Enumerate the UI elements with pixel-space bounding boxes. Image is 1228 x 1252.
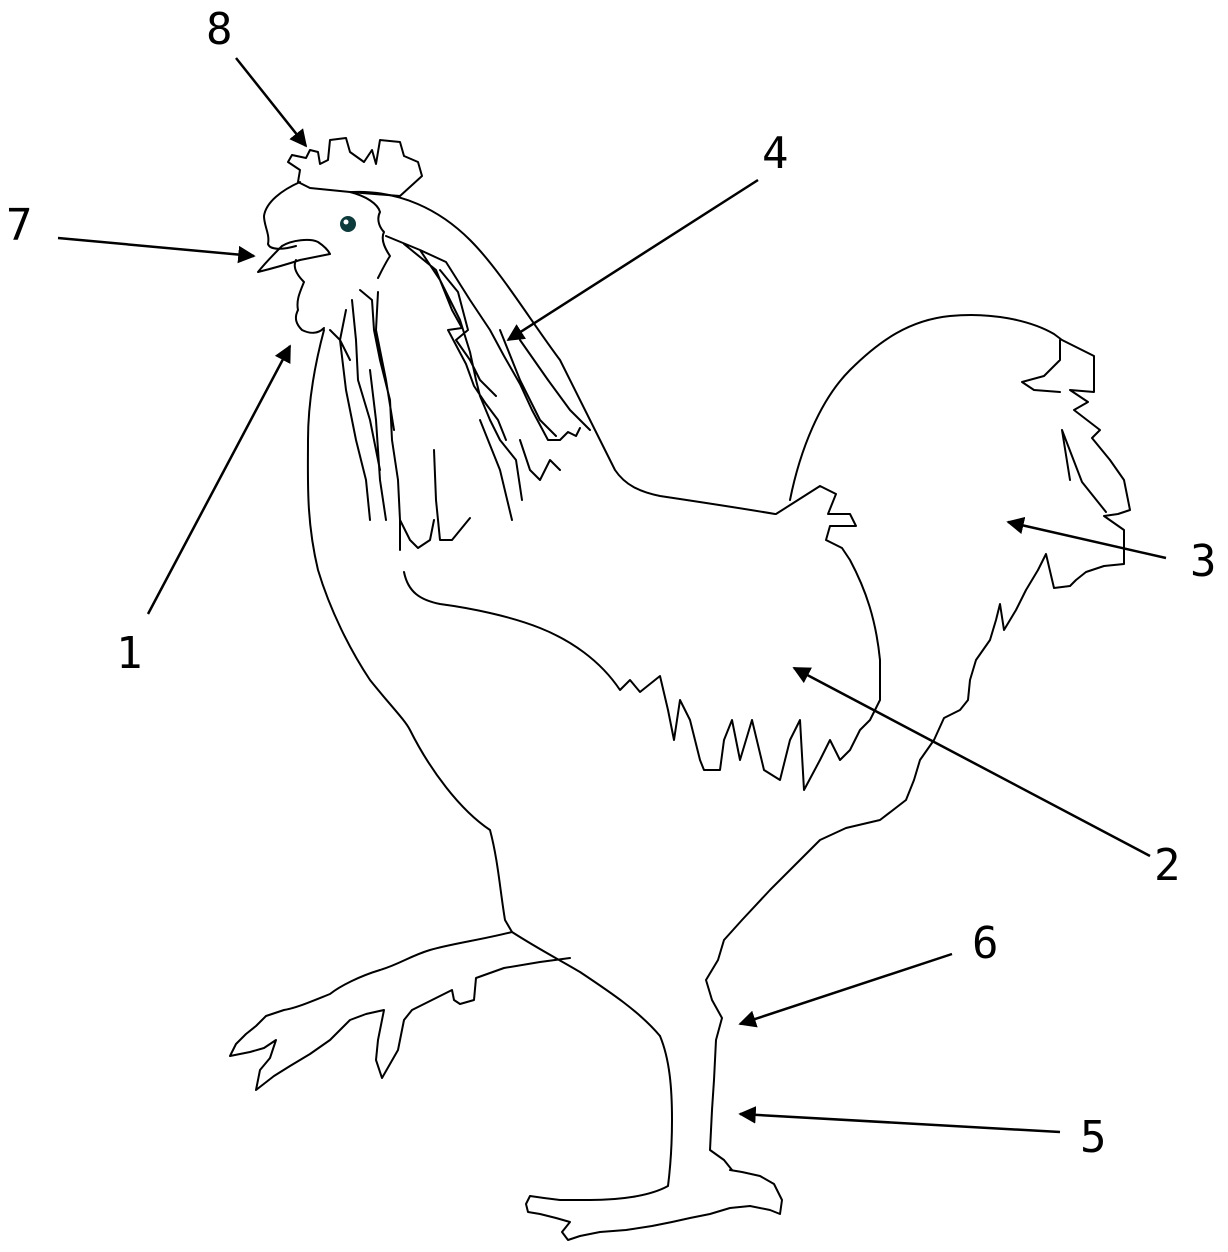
label-6: 6 [972,918,999,969]
breast-outline [308,330,512,932]
label-5: 5 [1080,1112,1107,1163]
head [264,182,390,333]
label-arrows [58,58,1166,1132]
arrow-3 [1008,522,1166,558]
arrow-1 [148,346,290,614]
label-8: 8 [206,4,233,55]
arrow-6 [740,954,952,1024]
label-4: 4 [762,128,789,179]
arrow-8 [236,58,306,146]
back-outline [352,192,775,514]
eye-highlight [344,220,349,225]
wing [404,486,880,790]
eye [340,216,356,232]
arrow-7 [58,238,254,256]
label-numbers: 1 2 3 4 5 6 7 8 [6,4,1217,1163]
tail-feathers [706,315,1130,1170]
raised-leg [230,932,660,1090]
label-2: 2 [1154,840,1181,891]
label-1: 1 [116,628,143,679]
hackle-feathers [330,236,590,550]
standing-leg [526,1036,782,1240]
label-7: 7 [6,200,33,251]
label-3: 3 [1190,536,1217,587]
rooster-illustration [230,138,1130,1240]
comb [288,138,422,196]
arrow-5 [740,1114,1060,1132]
arrow-4 [508,180,758,340]
